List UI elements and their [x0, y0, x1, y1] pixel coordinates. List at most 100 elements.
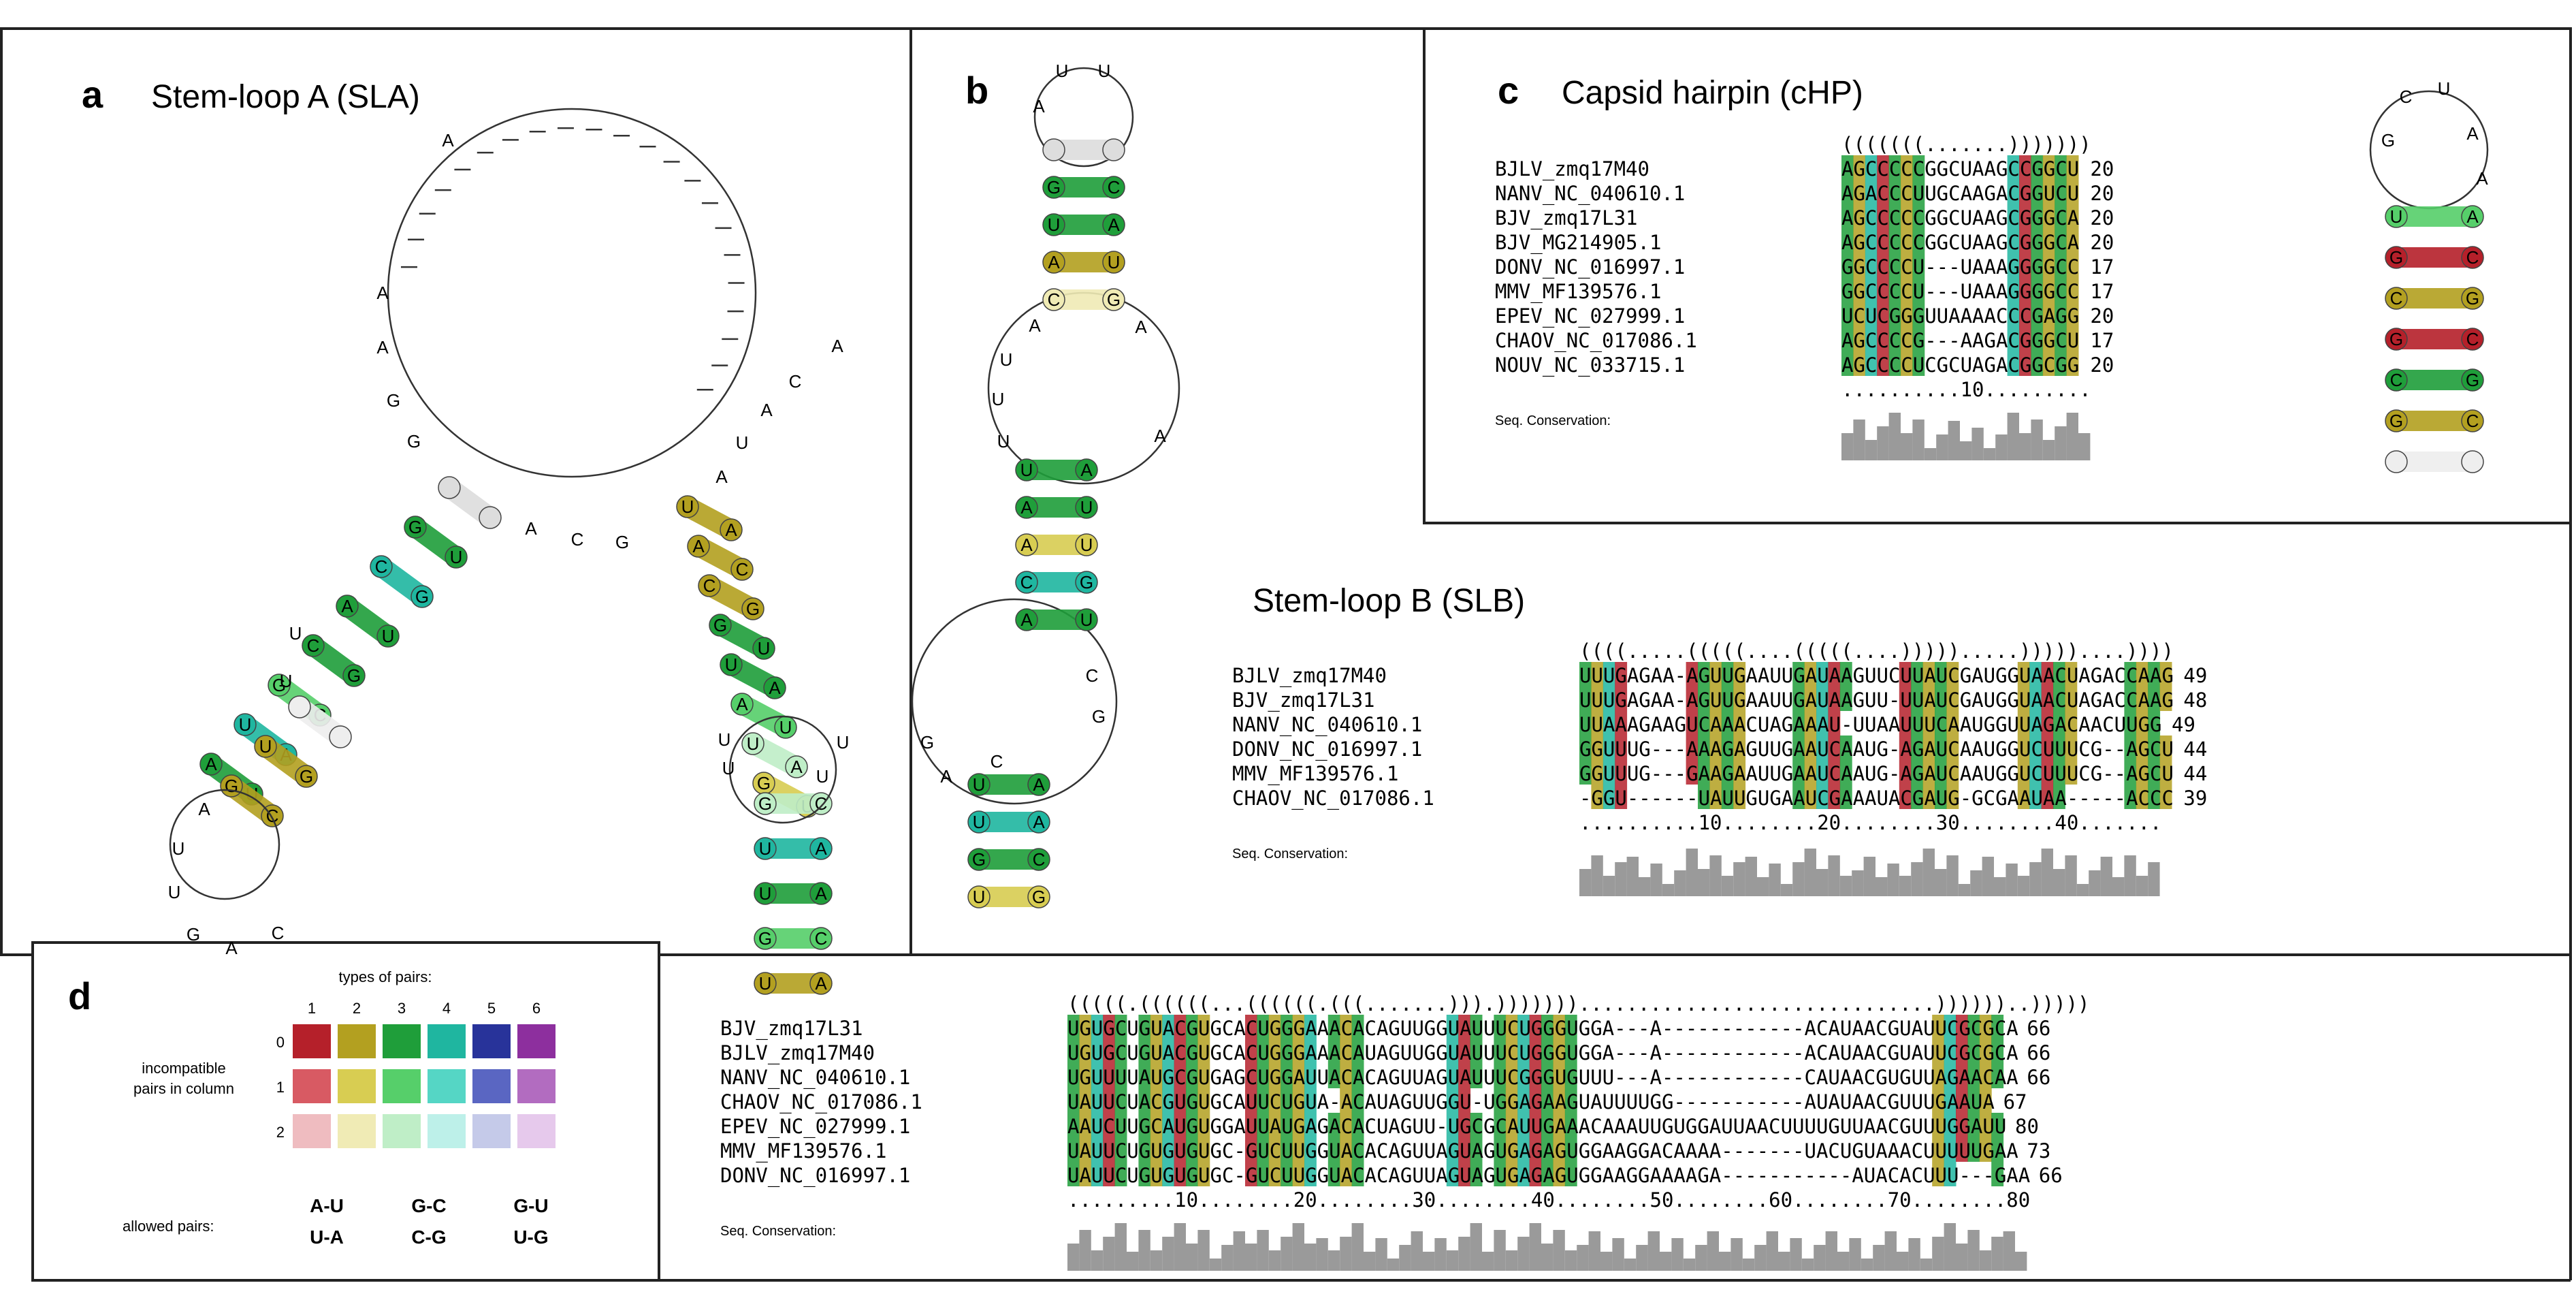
sla-stem2-pair-7-letter-1: G: [757, 773, 771, 793]
sla-base-2: A: [376, 337, 389, 358]
sla-stem1-pair-4-base-2: [342, 664, 366, 687]
alignment-cell-color: [1505, 1137, 1518, 1162]
pair-type-legend: types of pairs: incompatible pairs in co…: [123, 968, 556, 1248]
alignment-cell-color: [1841, 327, 1854, 351]
alignment-cell-color: [2041, 662, 2054, 686]
alignment-cell-color: [1979, 1113, 1992, 1137]
alignment-cell-color: [1912, 253, 1925, 278]
conservation-bar: [1612, 1238, 1624, 1271]
legend-allowed-pair: C-G: [411, 1227, 446, 1248]
sla-stem1-pair-7-letter-1: A: [205, 754, 217, 774]
alignment-cell-color: [2053, 711, 2065, 735]
b-stem2-pair-2-base-2: [1027, 848, 1050, 871]
alignment-cell-color: [2124, 711, 2137, 735]
alignment-seq-length: 17: [2090, 255, 2114, 279]
alignment-cell-color: [1709, 735, 1722, 760]
alignment-cell-color: [1564, 1137, 1577, 1162]
legend-swatch: [293, 1069, 331, 1103]
alignment-cell-color: [1138, 1162, 1151, 1186]
alignment-seq: AGCCCCCGGCUAAGCGGGCA: [1841, 206, 2079, 230]
alignment-cell-color: [1956, 1015, 1968, 1039]
conservation-bar: [1434, 1238, 1447, 1271]
alignment-cell-color: [1197, 1015, 1210, 1039]
alignment-cell-color: [1792, 760, 1805, 785]
alignment-cell-color: [1351, 1039, 1364, 1064]
alignment-cell-color: [1591, 760, 1604, 785]
alignment-cell-color: [1067, 1162, 1080, 1186]
alignment-seq-name: BJLV_zmq17M40: [1232, 664, 1387, 688]
alignment-cell-color: [1932, 1015, 1945, 1039]
alignment-cell-color: [1922, 785, 1935, 809]
alignment-cell-color: [1877, 351, 1890, 376]
sla-base-14: U: [280, 671, 293, 691]
alignment-cell-color: [1709, 785, 1722, 809]
alignment-seq-length: 20: [2090, 304, 2114, 328]
conservation-bar: [1127, 1252, 1139, 1271]
b-stem2-pair-0-base-2: [1027, 773, 1050, 796]
conservation-bar: [2031, 420, 2043, 460]
sla-stem2-pair-6-base-1: [741, 732, 764, 755]
conservation-bar: [1790, 1238, 1802, 1271]
conservation-bar: [2100, 857, 2112, 896]
alignment-cell-color: [1292, 1162, 1305, 1186]
alignment-cell-color: [1698, 686, 1710, 711]
conservation-bar: [1375, 1238, 1387, 1271]
sla-stem2-pair-4-base-2: [763, 676, 786, 699]
alignment-slb: ((((.....(((((....(((((....))))).....)))…: [1232, 639, 2207, 896]
conservation-bar: [2003, 1231, 2015, 1271]
alignment-cell-color: [1935, 686, 1947, 711]
alignment-seq: UUUGAGAA-AGUUGAAUUGAUAAGUUCUUAUCGAUGGUAA…: [1579, 664, 2174, 687]
alignment-cell-color: [1553, 1113, 1566, 1137]
alignment-cell-color: [1494, 1162, 1507, 1186]
sla-stem1-pair-5-letter-1: G: [272, 675, 286, 695]
b-stem2-pair-1-base-1: [967, 810, 991, 834]
alignment-cell-color: [1686, 662, 1698, 686]
conservation-bar: [1745, 857, 1757, 896]
alignment-ruler: ..........10.........: [1841, 378, 2091, 401]
alignment-cell-color: [1162, 1137, 1175, 1162]
conservation-bar: [1956, 1244, 1968, 1271]
alignment-seq-name: DONV_NC_016997.1: [720, 1164, 910, 1188]
alignment-cell-color: [2019, 204, 2031, 229]
conservation-bar: [1470, 1223, 1482, 1271]
c-stem-pair-2-base-1: [2385, 287, 2408, 310]
sla-base-13: U: [289, 623, 302, 644]
alignment-cell-color: [1091, 1113, 1104, 1137]
alignment-cell-color: [1505, 1113, 1518, 1137]
conservation-bar: [1948, 421, 1960, 460]
alignment-cell-color: [1281, 1015, 1293, 1039]
c-stem-pair-3-letter-1: G: [2389, 329, 2403, 349]
alignment-cell-color: [1458, 1064, 1471, 1088]
alignment-cell-color: [1816, 785, 1829, 809]
b-stem1-pair-4-base-2: [1075, 608, 1098, 631]
alignment-cell-color: [1603, 735, 1615, 760]
alignment-cell-color: [1446, 1113, 1459, 1137]
alignment-seq-name: BJV_MG214905.1: [1495, 231, 1661, 255]
alignment-cell-color: [1517, 1064, 1530, 1088]
alignment-cell-color: [1174, 1113, 1187, 1137]
alignment-cell-color: [1721, 662, 1734, 686]
alignment-cell-color: [1709, 686, 1722, 711]
alignment-seq: GGUUUG---GAAGAAUUGAAUCAAUG-AGAUCAAUGGUCU…: [1579, 762, 2174, 785]
conservation-bar: [1624, 1259, 1637, 1271]
sla-loop-small: [169, 789, 280, 900]
sla-stem1-pair-6-letter-1: U: [239, 714, 252, 735]
alignment-cell-color: [1804, 785, 1817, 809]
alignment-cell-color: [2053, 662, 2065, 686]
sla-loop-right: [728, 715, 837, 824]
alignment-cell-color: [1564, 1039, 1577, 1064]
alignment-cell-color: [1888, 351, 1901, 376]
sla-stem1-pair-1-letter-1: G: [408, 517, 422, 537]
alignment-cell-color: [1615, 711, 1628, 735]
alignment-cell-color: [1079, 1088, 1092, 1113]
alignment-cell-color: [2019, 229, 2031, 253]
conservation-bar: [1494, 1230, 1506, 1271]
sla-stem1-pair-4-letter-1: C: [307, 635, 320, 656]
alignment-seq: AGCCCCCGGCUAAGCGGGCA: [1841, 231, 2079, 254]
alignment-cell-color: [2124, 735, 2137, 760]
alignment-cell-color: [1792, 662, 1805, 686]
conservation-bar: [1707, 1231, 1719, 1271]
sla-stem2-pair-2-letter-2: G: [746, 599, 760, 619]
conservation-bar: [1742, 1259, 1755, 1271]
alignment-cell-color: [1721, 686, 1734, 711]
